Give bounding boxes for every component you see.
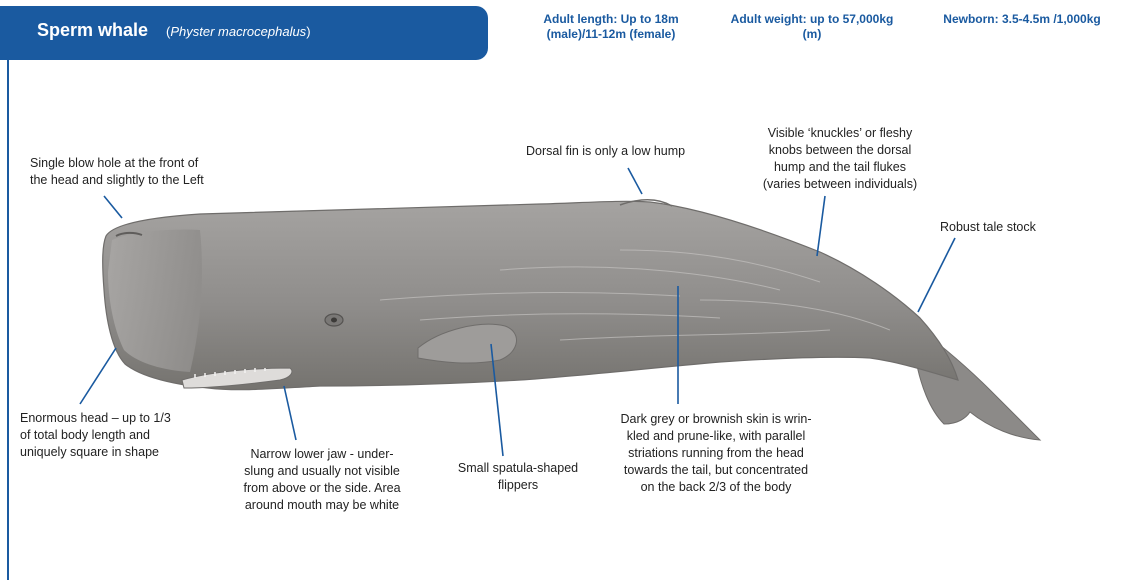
pointer-tail-stock [918, 238, 955, 312]
label-lower-jaw: Narrow lower jaw - under-slung and usual… [232, 446, 412, 514]
pointer-dorsal-fin [628, 168, 642, 194]
label-head: Enormous head – up to 1/3of total body l… [20, 410, 171, 461]
label-flippers: Small spatula-shapedflippers [448, 460, 588, 494]
label-blowhole: Single blow hole at the front ofthe head… [30, 155, 204, 189]
label-tail-stock: Robust tale stock [940, 219, 1036, 236]
pointer-head [80, 348, 116, 404]
pointer-blowhole [104, 196, 122, 218]
label-dorsal-fin: Dorsal fin is only a low hump [526, 143, 685, 160]
pointer-lower-jaw [284, 386, 296, 440]
label-knuckles: Visible ‘knuckles’ or fleshyknobs betwee… [752, 125, 928, 193]
pointer-knuckles [817, 196, 825, 256]
label-skin: Dark grey or brownish skin is wrin-kled … [600, 411, 832, 496]
whale-body [103, 201, 958, 389]
